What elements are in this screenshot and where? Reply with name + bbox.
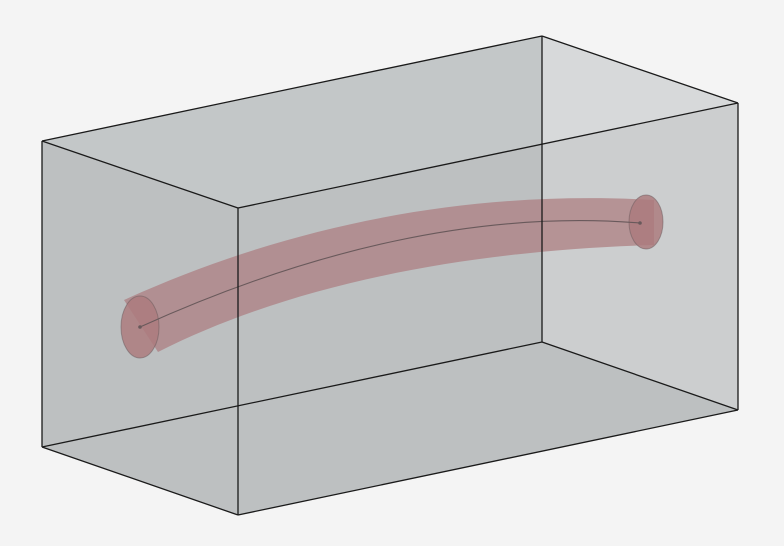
- edge-bottom-right: [541, 341, 739, 411]
- tube-body: [124, 198, 654, 352]
- edge-back-bottom: [41, 341, 543, 448]
- box-front-faces: [42, 103, 738, 515]
- box-face-bottom: [42, 342, 738, 515]
- edge-back-top: [41, 35, 543, 142]
- centerline-end-point: [638, 221, 642, 225]
- edge-top-right: [541, 35, 739, 104]
- edge-top-left: [41, 140, 239, 209]
- box-edges: [41, 35, 739, 516]
- edge-bottom-left: [41, 446, 239, 516]
- edge-front-bottom: [237, 409, 739, 516]
- edge-front-top: [237, 102, 739, 209]
- curved-tube[interactable]: [120, 194, 664, 359]
- box-face-left: [42, 141, 238, 515]
- tube-centerline: [139, 220, 641, 328]
- centerline-start-point: [138, 325, 142, 329]
- box-face-top: [42, 36, 738, 208]
- box-face-front: [238, 103, 738, 515]
